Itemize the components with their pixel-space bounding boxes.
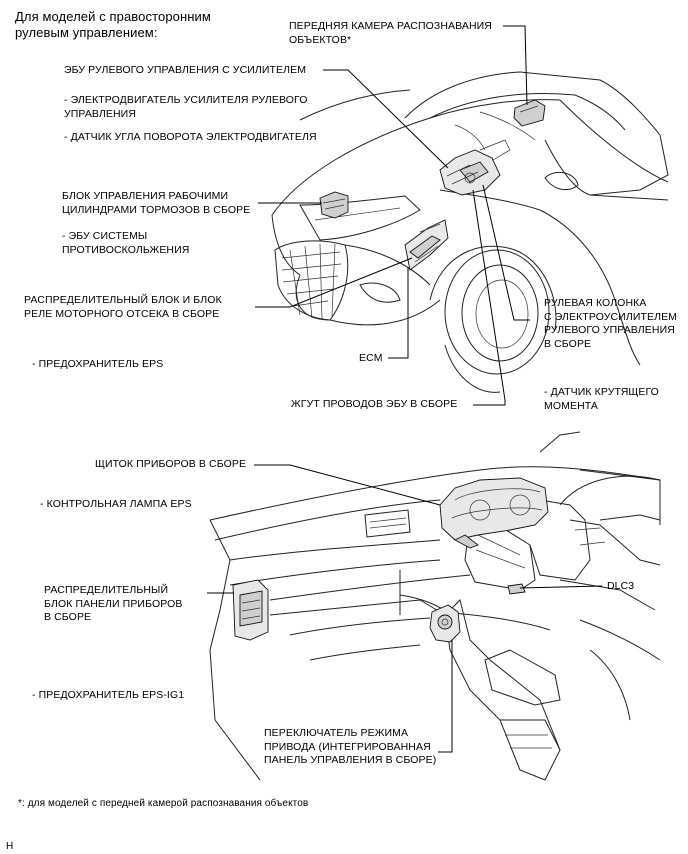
label-instrument-junction: РАСПРЕДЕЛИТЕЛЬНЫЙ БЛОК ПАНЕЛИ ПРИБОРОВ В… [44, 584, 183, 623]
car-front-drawing [271, 71, 669, 393]
top-leader-lines [255, 25, 530, 406]
label-steering-column: РУЛЕВАЯ КОЛОНКА С ЭЛЕКТРОУСИЛИТЕЛЕМ РУЛЕ… [544, 297, 678, 350]
dlc3-shape [507, 583, 526, 595]
front-camera-shape [513, 99, 546, 127]
label-skid-control-ecu: - ЭБУ СИСТЕМЫ ПРОТИВОСКОЛЬЖЕНИЯ [62, 230, 190, 256]
bottom-leader-lines [207, 464, 603, 753]
drive-mode-switch-shape [429, 604, 461, 643]
label-engine-relay-block: РАСПРЕДЕЛИТЕЛЬНЫЙ БЛОК И БЛОК РЕЛЕ МОТОР… [24, 294, 222, 320]
label-eps-motor: - ЭЛЕКТРОДВИГАТЕЛЬ УСИЛИТЕЛЯ РУЛЕВОГО УП… [64, 94, 308, 120]
label-combination-meter: ЩИТОК ПРИБОРОВ В СБОРЕ [95, 458, 247, 470]
combination-meter-shape [439, 477, 549, 549]
corner-mark: H [6, 841, 14, 852]
label-eps-ecu: ЭБУ РУЛЕВОГО УПРАВЛЕНИЯ С УСИЛИТЕЛЕМ [64, 64, 307, 76]
dashboard-drawing [209, 431, 661, 781]
page-header: Для моделей с правосторонним рулевым упр… [15, 9, 211, 40]
brake-actuator-shape [319, 191, 349, 219]
label-eps-fuse: - ПРЕДОХРАНИТЕЛЬ EPS [32, 358, 164, 370]
label-dlc3: DLC3 [607, 580, 635, 592]
label-brake-actuator: БЛОК УПРАВЛЕНИЯ РАБОЧИМИ ЦИЛИНДРАМИ ТОРМ… [62, 190, 251, 216]
instrument-junction-block-shape [232, 579, 269, 641]
label-drive-mode-switch: ПЕРЕКЛЮЧАТЕЛЬ РЕЖИМА ПРИВОДА (ИНТЕГРИРОВ… [264, 727, 437, 766]
label-eps-ig1-fuse: - ПРЕДОХРАНИТЕЛЬ EPS-IG1 [32, 689, 185, 701]
label-ecu-harness: ЖГУТ ПРОВОДОВ ЭБУ В СБОРЕ [291, 398, 458, 410]
label-motor-angle-sensor: - ДАТЧИК УГЛА ПОВОРОТА ЭЛЕКТРОДВИГАТЕЛЯ [64, 131, 317, 143]
label-ecm: ECM [359, 352, 383, 364]
footnote: *: для моделей с передней камерой распоз… [18, 798, 309, 809]
label-front-camera: ПЕРЕДНЯЯ КАМЕРА РАСПОЗНАВАНИЯ ОБЪЕКТОВ* [289, 20, 492, 46]
label-torque-sensor: - ДАТЧИК КРУТЯЩЕГО МОМЕНТА [544, 386, 659, 412]
engine-relay-block-shape [404, 219, 449, 271]
label-eps-lamp: - КОНТРОЛЬНАЯ ЛАМПА EPS [40, 498, 192, 510]
steering-column-shape [439, 139, 511, 196]
